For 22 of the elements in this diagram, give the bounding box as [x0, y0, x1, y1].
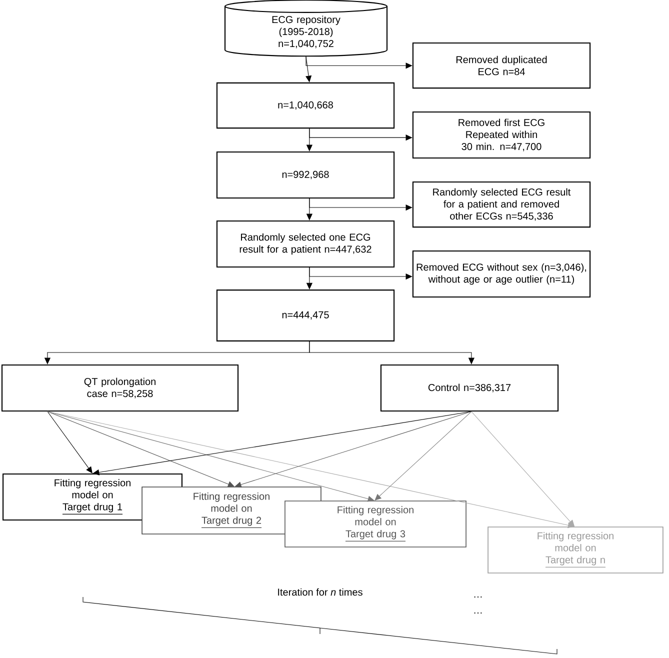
process-box: Control n=386,317 — [380, 364, 559, 412]
arrow — [234, 411, 472, 488]
process-box: Fitting regression model on Target drug n — [488, 526, 664, 574]
arrow — [47, 411, 92, 474]
arrow — [309, 341, 474, 364]
process-box: Removed ECG without sex (n=3,046), without age or age outlier (n=11) — [412, 250, 591, 298]
database-cylinder: ECG repository (1995-2018) n=1,040,752 — [224, 0, 388, 57]
process-box: Removed first ECG Repeated within 30 min. n=47,700 — [412, 111, 591, 159]
arrow — [92, 411, 472, 476]
process-box: n=444,475 — [216, 290, 395, 342]
arrow — [306, 56, 412, 69]
ellipsis-text: … — [474, 596, 482, 598]
process-box: Removed duplicated ECG n=84 — [412, 42, 591, 89]
arrow — [306, 56, 312, 82]
process-box: Randomly selected ECG result for a patient and removed other ECGs n=545,336 — [412, 181, 591, 228]
ellipsis-text: … — [474, 612, 482, 614]
note-text: Iteration for n times — [278, 588, 362, 596]
process-box: Fitting regression model on Target drug 3 — [284, 500, 466, 548]
process-box: Randomly selected one ECG result for a patient n=447,632 — [216, 220, 395, 268]
process-box: QT prolongation case n=58,258 — [1, 364, 239, 412]
process-box: n=1,040,668 — [216, 82, 395, 129]
process-box: n=992,968 — [216, 151, 395, 199]
